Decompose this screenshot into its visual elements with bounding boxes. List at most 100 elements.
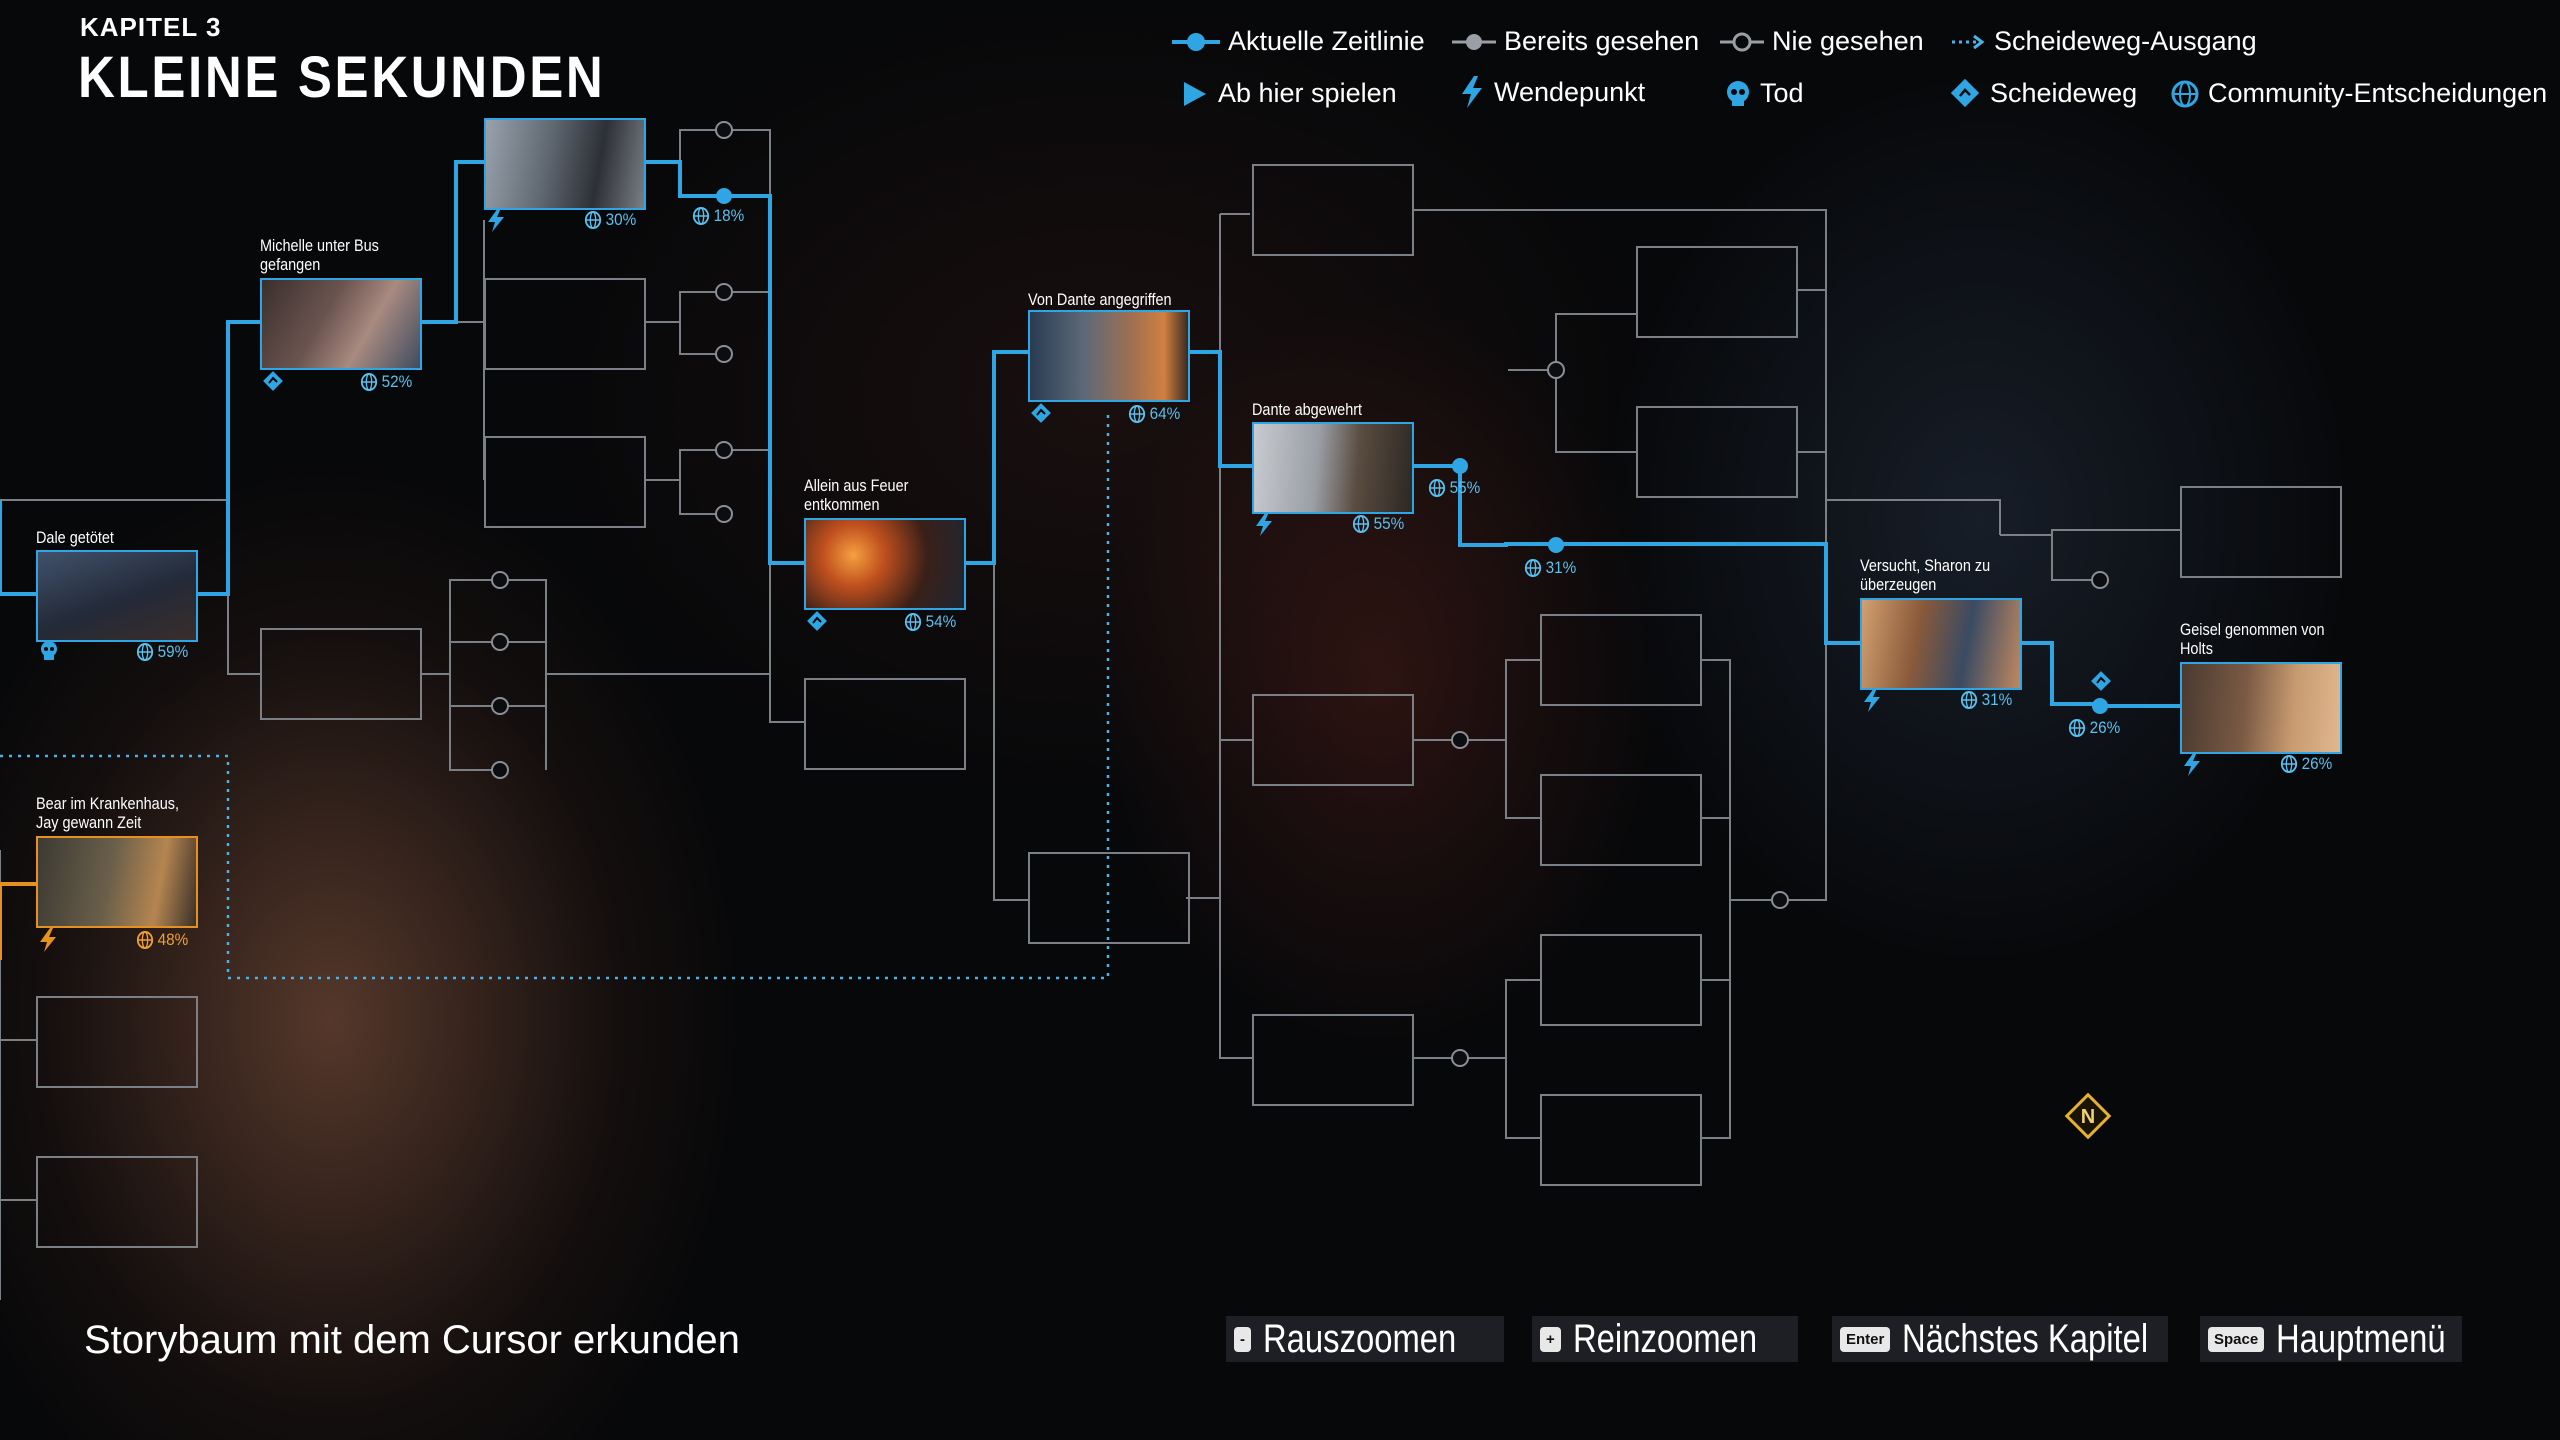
zoom-in-button[interactable]: + Reinzoomen <box>1532 1316 1798 1362</box>
community-pct: 18% <box>692 206 744 226</box>
empty-node[interactable] <box>36 1156 198 1248</box>
pct-value: 48% <box>157 930 189 949</box>
pct-value: 59% <box>157 642 189 661</box>
node-label: Bear im Krankenhaus, Jay gewann Zeit <box>36 794 179 832</box>
empty-node[interactable] <box>260 628 422 720</box>
globe-icon <box>2068 719 2086 737</box>
node-label: Dale getötet <box>36 528 114 547</box>
legend-community-choices-label: Community-Entscheidungen <box>2208 78 2548 108</box>
legend-turning-point: Wendepunkt <box>1458 76 1645 108</box>
main-menu-button[interactable]: Space Hauptmenü <box>2200 1316 2462 1362</box>
lightning-icon <box>1256 512 1272 536</box>
community-pct: 52% <box>360 372 412 392</box>
lightning-icon <box>2184 752 2200 776</box>
legend-crossroad-exit: Scheideweg-Ausgang <box>1952 26 2257 57</box>
empty-node[interactable] <box>1540 614 1702 706</box>
pct-value: 64% <box>1149 404 1181 423</box>
pct-value: 26% <box>2301 754 2333 773</box>
node-thumbnail-geisel[interactable] <box>2180 662 2342 754</box>
empty-node[interactable] <box>1540 934 1702 1026</box>
pct-value: 55% <box>1373 514 1405 533</box>
empty-node[interactable] <box>36 996 198 1088</box>
node-thumbnail-dante-abgewehrt[interactable] <box>1252 422 1414 514</box>
lightning-icon <box>1462 76 1482 108</box>
crossroad-icon <box>2091 671 2111 691</box>
crossroad-icon <box>1950 78 1980 107</box>
node-thumbnail-dale[interactable] <box>36 550 198 642</box>
community-pct: 55% <box>1428 478 1480 498</box>
n-badge-icon[interactable]: N <box>2062 1090 2114 1142</box>
community-pct: 31% <box>1960 690 2012 710</box>
community-pct: 54% <box>904 612 956 632</box>
community-pct: 26% <box>2280 754 2332 774</box>
globe-icon <box>1352 515 1370 533</box>
community-pct: 48% <box>136 930 188 950</box>
node-thumbnail-michelle[interactable] <box>260 278 422 370</box>
key-cap-minus: - <box>1234 1326 1251 1352</box>
globe-icon <box>136 931 154 949</box>
empty-node[interactable] <box>1636 246 1798 338</box>
community-pct: 55% <box>1352 514 1404 534</box>
node-label: Versucht, Sharon zu überzeugen <box>1860 556 1991 594</box>
node-thumbnail-dante-angriff[interactable] <box>1028 310 1190 402</box>
empty-node[interactable] <box>2180 486 2342 578</box>
crossroad-icon <box>263 371 283 391</box>
globe-icon <box>584 211 602 229</box>
node-label: Dante abgewehrt <box>1252 400 1363 419</box>
next-chapter-button[interactable]: Enter Nächstes Kapitel <box>1832 1316 2168 1362</box>
skull-icon <box>41 641 57 660</box>
community-pct: 26% <box>2068 718 2120 738</box>
globe-icon <box>1524 559 1542 577</box>
node-label: Allein aus Feuer entkommen <box>804 476 909 514</box>
legend-current-timeline-label: Aktuelle Zeitlinie <box>1228 26 1425 56</box>
skull-icon <box>1727 80 1749 106</box>
seen-node-icon <box>1452 33 1496 50</box>
zoom-out-button[interactable]: - Rauszoomen <box>1226 1316 1504 1362</box>
empty-node[interactable] <box>484 436 646 528</box>
crossroad-icon <box>807 611 827 631</box>
zoom-out-label: Rauszoomen <box>1263 1316 1457 1361</box>
globe-icon <box>2280 755 2298 773</box>
empty-node[interactable] <box>1028 852 1190 944</box>
empty-node[interactable] <box>1252 1014 1414 1106</box>
zoom-in-label: Reinzoomen <box>1572 1316 1757 1361</box>
legend-crossroad: Scheideweg <box>1950 78 2137 109</box>
node-label: Geisel genommen von Holts <box>2180 620 2325 658</box>
legend-never-seen: Nie gesehen <box>1720 26 1924 57</box>
next-chapter-label: Nächstes Kapitel <box>1902 1316 2149 1361</box>
empty-node[interactable] <box>804 678 966 770</box>
pct-value: 31% <box>1981 690 2013 709</box>
empty-node[interactable] <box>1252 164 1414 256</box>
community-pct: 59% <box>136 642 188 662</box>
legend-already-seen-label: Bereits gesehen <box>1504 26 1700 56</box>
empty-node[interactable] <box>1540 774 1702 866</box>
globe-icon <box>2171 80 2199 107</box>
empty-node[interactable] <box>1636 406 1798 498</box>
globe-icon <box>1128 405 1146 423</box>
current-timeline-icon <box>1172 32 1220 51</box>
legend-crossroad-exit-label: Scheideweg-Ausgang <box>1994 26 2257 56</box>
node-thumbnail-top[interactable] <box>484 118 646 210</box>
node-thumbnail-feuer[interactable] <box>804 518 966 610</box>
lightning-icon <box>40 928 56 952</box>
empty-node[interactable] <box>1252 694 1414 786</box>
empty-node[interactable] <box>1540 1094 1702 1186</box>
globe-icon <box>692 207 710 225</box>
pct-value: 31% <box>1545 558 1577 577</box>
legend-play-from-here-label: Ab hier spielen <box>1218 78 1397 108</box>
pct-value: 26% <box>2089 718 2121 737</box>
node-thumbnail-sharon[interactable] <box>1860 598 2022 690</box>
globe-icon <box>904 613 922 631</box>
empty-node[interactable] <box>484 278 646 370</box>
legend-turning-point-label: Wendepunkt <box>1494 76 1646 107</box>
chapter-number: KAPITEL 3 <box>80 12 222 42</box>
node-thumbnail-bear[interactable] <box>36 836 198 928</box>
globe-icon <box>1428 479 1446 497</box>
legend-death-label: Tod <box>1760 78 1804 108</box>
pct-value: 18% <box>713 206 745 225</box>
legend-play-from-here: Ab hier spielen <box>1180 78 1397 109</box>
play-icon <box>1184 81 1206 106</box>
legend-death: Tod <box>1724 78 1804 109</box>
